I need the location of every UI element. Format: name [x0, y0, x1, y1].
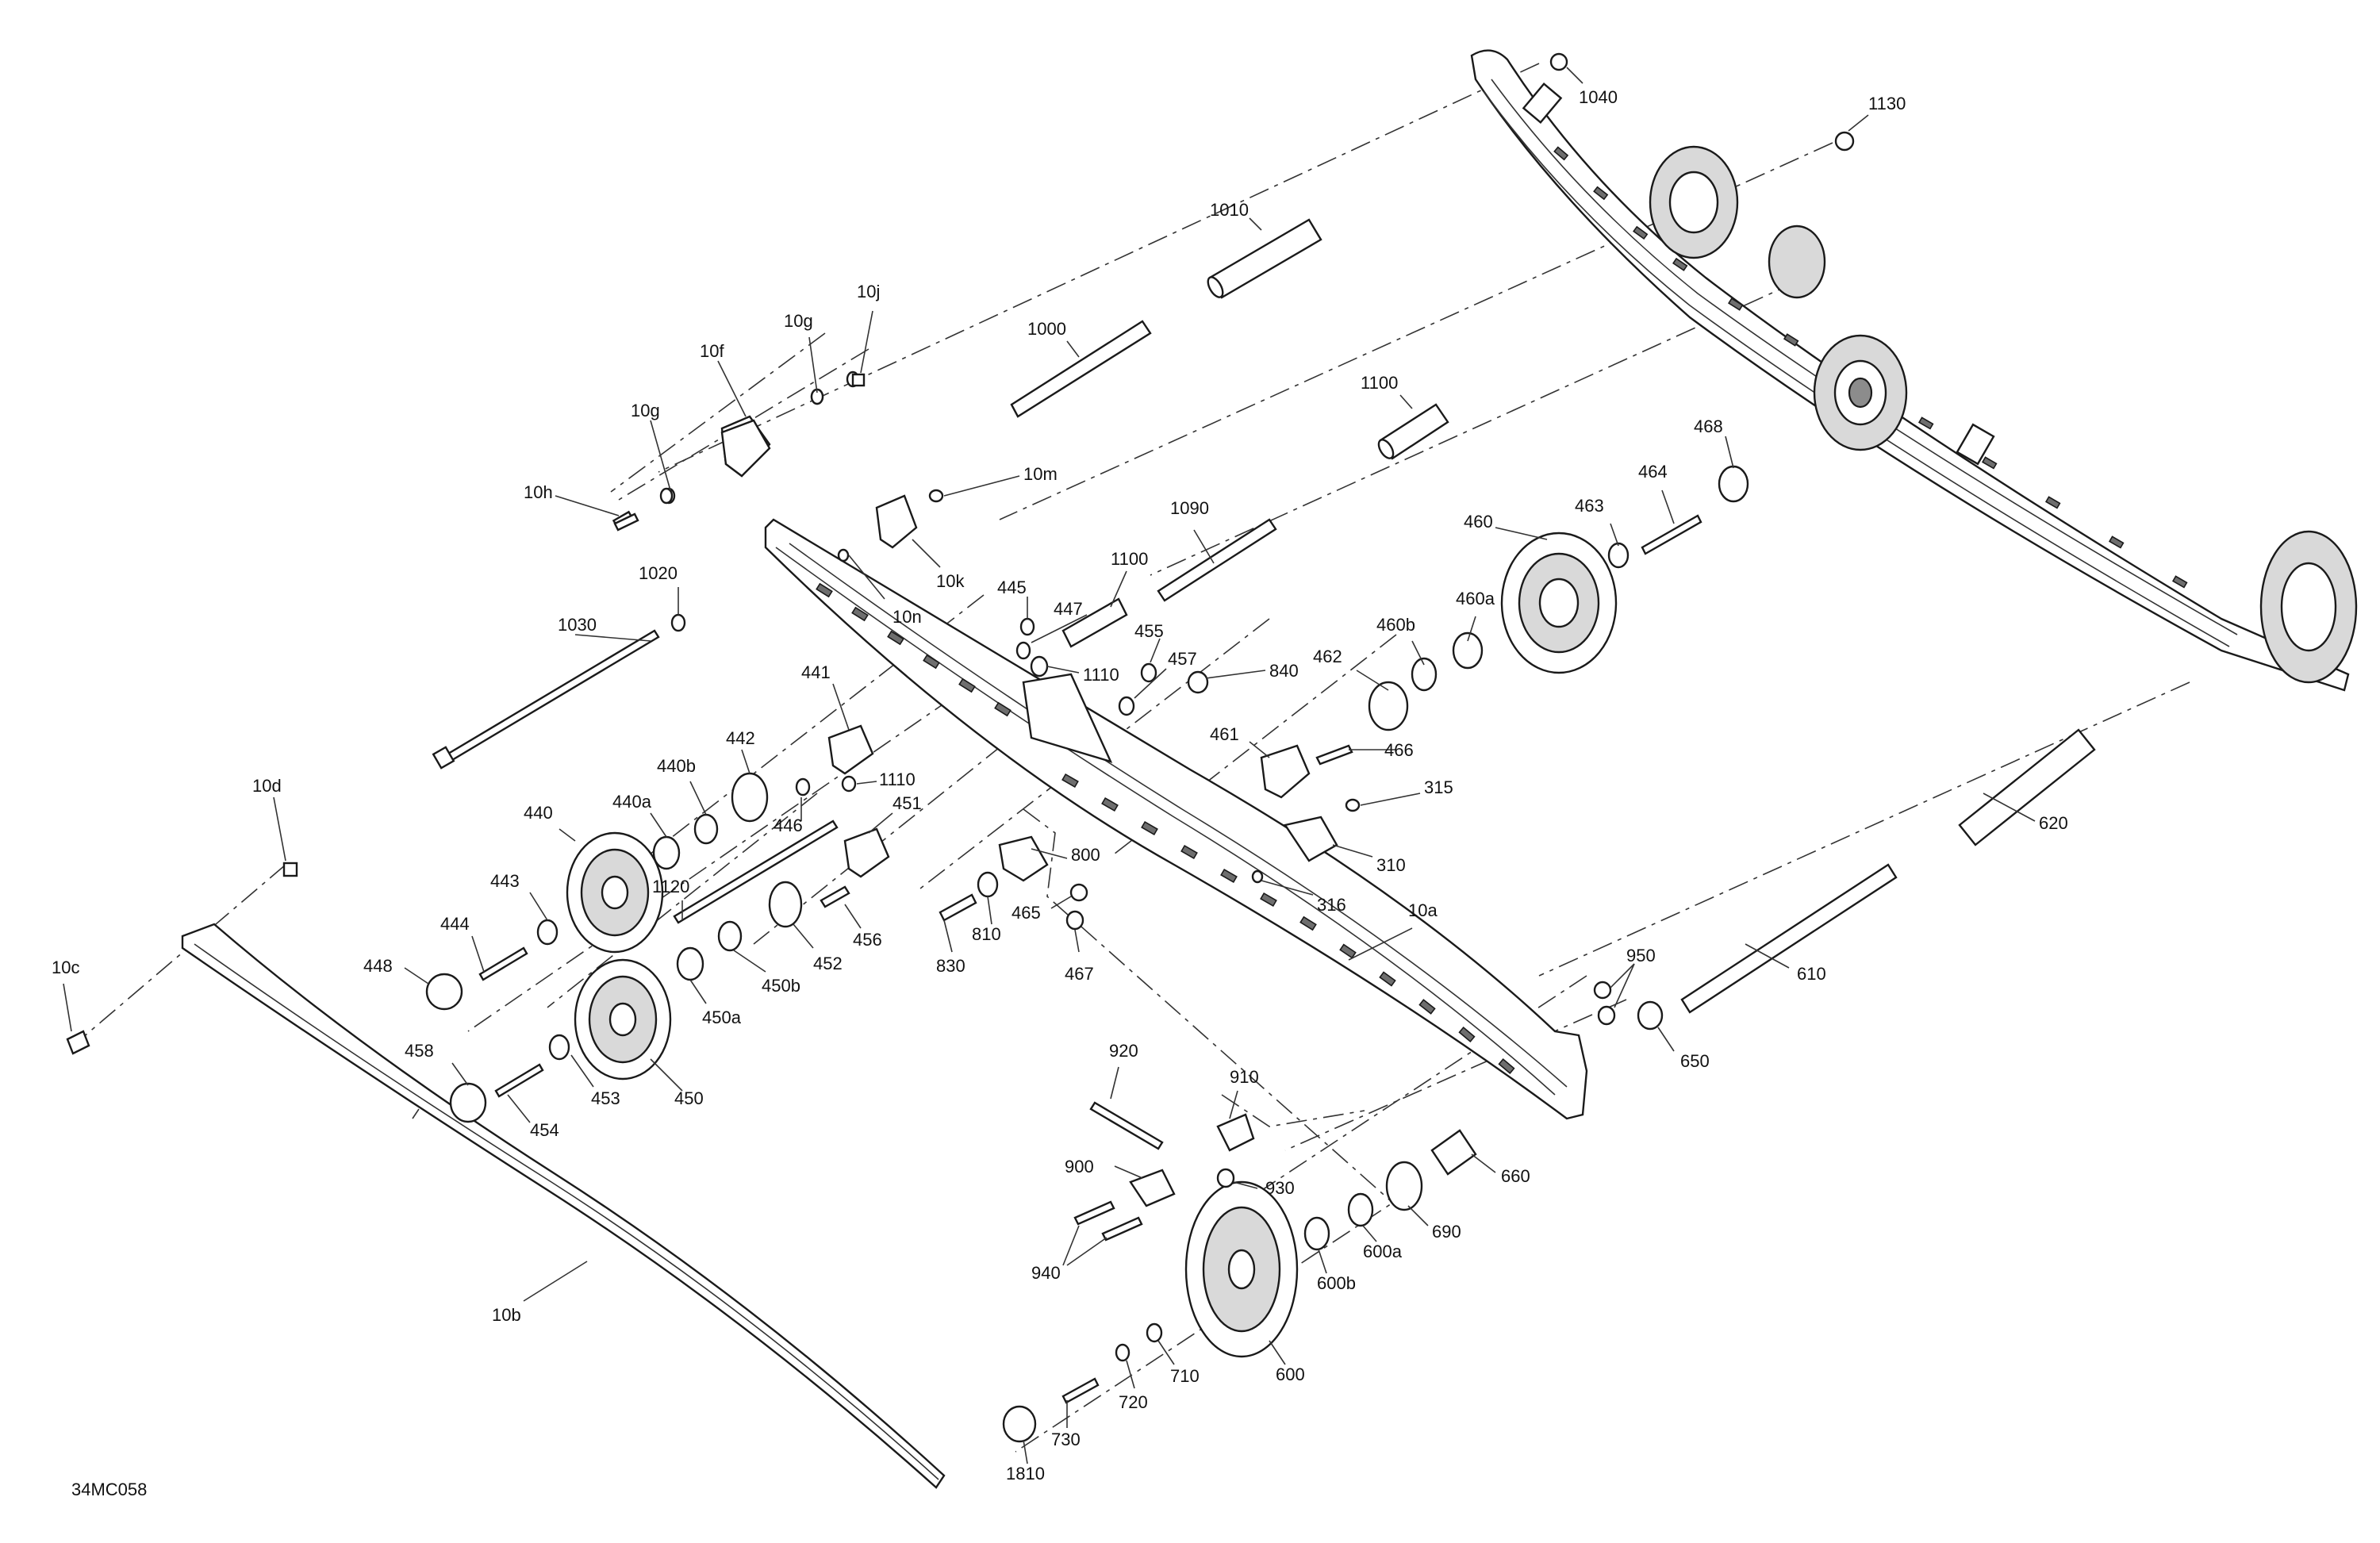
label-463: 463 [1575, 496, 1604, 516]
label-930: 930 [1265, 1178, 1295, 1198]
label-940: 940 [1031, 1263, 1061, 1283]
label-461: 461 [1210, 724, 1239, 744]
label-10k: 10k [936, 571, 965, 591]
label-660: 660 [1501, 1166, 1530, 1186]
label-467: 467 [1065, 964, 1094, 984]
label-452: 452 [813, 954, 843, 973]
label-450b: 450b [762, 976, 800, 996]
label-10h: 10h [524, 482, 553, 502]
label-1010: 1010 [1210, 200, 1249, 220]
label-460b: 460b [1376, 615, 1415, 635]
label-453: 453 [591, 1088, 620, 1108]
label-1110-left: 1110 [879, 770, 916, 789]
shafts [432, 218, 2096, 1150]
label-610: 610 [1797, 964, 1826, 984]
wheels [566, 532, 1618, 1358]
label-10a: 10a [1408, 900, 1438, 920]
label-465: 465 [1012, 903, 1041, 923]
label-456: 456 [853, 930, 882, 950]
label-1040: 1040 [1579, 87, 1618, 107]
label-600: 600 [1276, 1365, 1305, 1384]
label-1030: 1030 [558, 615, 597, 635]
label-310: 310 [1376, 855, 1406, 875]
label-1120: 1120 [652, 877, 689, 896]
label-920: 920 [1109, 1041, 1138, 1061]
label-443: 443 [490, 871, 520, 891]
label-10g-top: 10g [784, 311, 813, 331]
label-10f: 10f [700, 341, 724, 361]
label-448: 448 [363, 956, 393, 976]
label-441: 441 [801, 662, 831, 682]
label-450: 450 [674, 1088, 704, 1108]
label-620: 620 [2039, 813, 2068, 833]
label-460: 460 [1464, 512, 1493, 532]
rail-slots [816, 582, 1515, 1074]
label-910: 910 [1230, 1067, 1259, 1087]
label-455: 455 [1134, 621, 1164, 641]
label-444: 444 [440, 914, 470, 934]
label-446: 446 [774, 816, 803, 835]
label-1110-mid: 1110 [1083, 665, 1119, 685]
label-1100-top: 1100 [1361, 373, 1398, 393]
figure-code: 34MC058 [71, 1480, 147, 1499]
label-900: 900 [1065, 1157, 1094, 1176]
label-10g-left: 10g [631, 401, 660, 420]
label-1020: 1020 [639, 563, 678, 583]
label-10n: 10n [892, 607, 922, 627]
callout-labels: 1040 1130 1010 1000 10j 10g 10f 10g 10h … [52, 87, 2068, 1484]
label-440b: 440b [657, 756, 696, 776]
label-10c: 10c [52, 958, 79, 977]
label-1130: 1130 [1868, 94, 1906, 113]
label-10b: 10b [492, 1305, 521, 1325]
label-10d: 10d [252, 776, 282, 796]
label-600b: 600b [1317, 1273, 1356, 1293]
label-10j: 10j [857, 282, 880, 301]
slider-10b [181, 923, 946, 1489]
label-460a: 460a [1456, 589, 1495, 608]
label-840: 840 [1269, 661, 1299, 681]
label-466: 466 [1384, 740, 1414, 760]
label-457: 457 [1168, 649, 1197, 669]
label-710: 710 [1170, 1366, 1200, 1386]
left-rail-10a [764, 518, 1588, 1120]
label-10m: 10m [1023, 464, 1058, 484]
label-445: 445 [997, 578, 1027, 597]
label-451: 451 [892, 793, 922, 813]
label-600a: 600a [1363, 1242, 1403, 1261]
label-458: 458 [405, 1041, 434, 1061]
label-950: 950 [1626, 946, 1656, 965]
label-830: 830 [936, 956, 965, 976]
label-730: 730 [1051, 1430, 1081, 1449]
label-450a: 450a [702, 1008, 742, 1027]
label-440a: 440a [612, 792, 652, 812]
small-parts [66, 52, 1855, 1443]
label-650: 650 [1680, 1051, 1710, 1071]
label-447: 447 [1054, 599, 1083, 619]
label-442: 442 [726, 728, 755, 748]
label-720: 720 [1119, 1392, 1148, 1412]
label-464: 464 [1638, 462, 1668, 482]
label-1090: 1090 [1170, 498, 1209, 518]
label-1100-mid: 1100 [1111, 549, 1148, 569]
leader-lines [63, 67, 2036, 1464]
label-810: 810 [972, 924, 1001, 944]
label-440: 440 [524, 803, 553, 823]
label-1000: 1000 [1027, 319, 1066, 339]
right-rail-assembly [1470, 49, 2358, 692]
label-1810: 1810 [1006, 1464, 1045, 1484]
label-800: 800 [1071, 845, 1100, 865]
label-316: 316 [1317, 895, 1346, 915]
label-690: 690 [1432, 1222, 1461, 1242]
label-468: 468 [1694, 416, 1723, 436]
label-462: 462 [1313, 647, 1342, 666]
label-315: 315 [1424, 777, 1453, 797]
label-454: 454 [530, 1120, 559, 1140]
